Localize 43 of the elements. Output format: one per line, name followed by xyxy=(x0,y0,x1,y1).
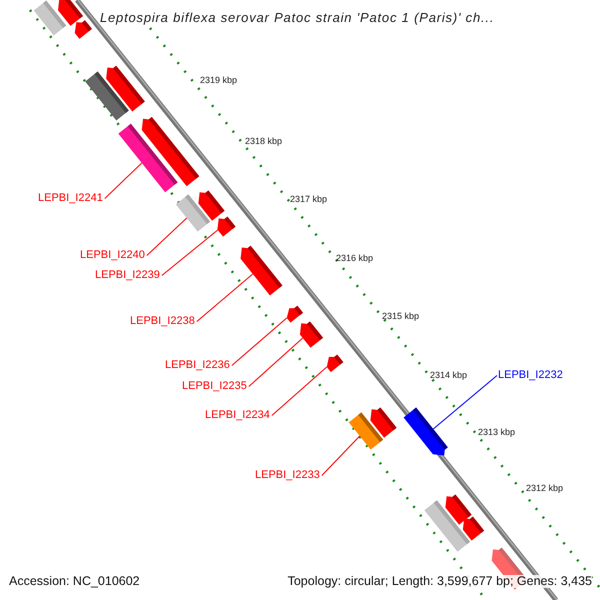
leader-line xyxy=(231,318,288,366)
gene-block xyxy=(74,20,92,39)
gene-block xyxy=(240,246,282,296)
leader-line xyxy=(271,366,328,416)
footer-text: Topology: circular; Length: 3,599,677 bp; Genes: 3,435 xyxy=(288,575,592,588)
gene-label: LEPBI_I2241 xyxy=(38,193,103,204)
gene-label: LEPBI_I2233 xyxy=(255,470,320,481)
scale-label: 2315 kbp xyxy=(382,312,420,321)
gene-label: LEPBI_I2239 xyxy=(95,270,160,281)
gene-label: LEPBI_I2238 xyxy=(130,316,195,327)
gene-block xyxy=(217,216,236,237)
title: Leptospira biflexa serovar Patoc strain 'Patoc 1 (Paris)' ch... xyxy=(100,11,494,24)
leader-line xyxy=(196,274,254,322)
scale-label: 2316 kbp xyxy=(336,254,374,263)
leader-line xyxy=(161,230,218,276)
leader-line xyxy=(104,162,142,199)
gene-block xyxy=(106,66,145,112)
gene-block xyxy=(462,516,484,541)
scale-label: 2312 kbp xyxy=(526,484,564,493)
scale-label: 2319 kbp xyxy=(200,76,238,85)
gene-block xyxy=(404,408,448,456)
gene-block xyxy=(300,321,324,348)
leader-line xyxy=(146,218,188,256)
scale-label: 2313 kbp xyxy=(478,428,516,437)
gene-block xyxy=(198,190,225,221)
gene-block xyxy=(326,354,344,372)
gene-block xyxy=(58,0,83,26)
gene-label: LEPBI_I2234 xyxy=(205,410,270,421)
leader-line xyxy=(321,436,360,476)
scale-label: 2317 kbp xyxy=(290,195,328,204)
gene-block xyxy=(442,522,470,552)
gene-label: LEPBI_I2232 xyxy=(498,370,563,381)
gene-block xyxy=(142,116,200,186)
scale-label: 2318 kbp xyxy=(245,137,282,146)
leader-line xyxy=(248,338,304,387)
footer-text: Accession: NC_010602 xyxy=(9,575,140,588)
gene-label: LEPBI_I2235 xyxy=(182,381,247,392)
leader-line xyxy=(432,375,498,430)
gene-block xyxy=(370,407,397,438)
gene-label: LEPBI_I2236 xyxy=(165,360,230,371)
gene-label: LEPBI_I2240 xyxy=(80,250,145,261)
gene-block xyxy=(286,306,303,323)
scale-label: 2314 kbp xyxy=(430,371,468,380)
